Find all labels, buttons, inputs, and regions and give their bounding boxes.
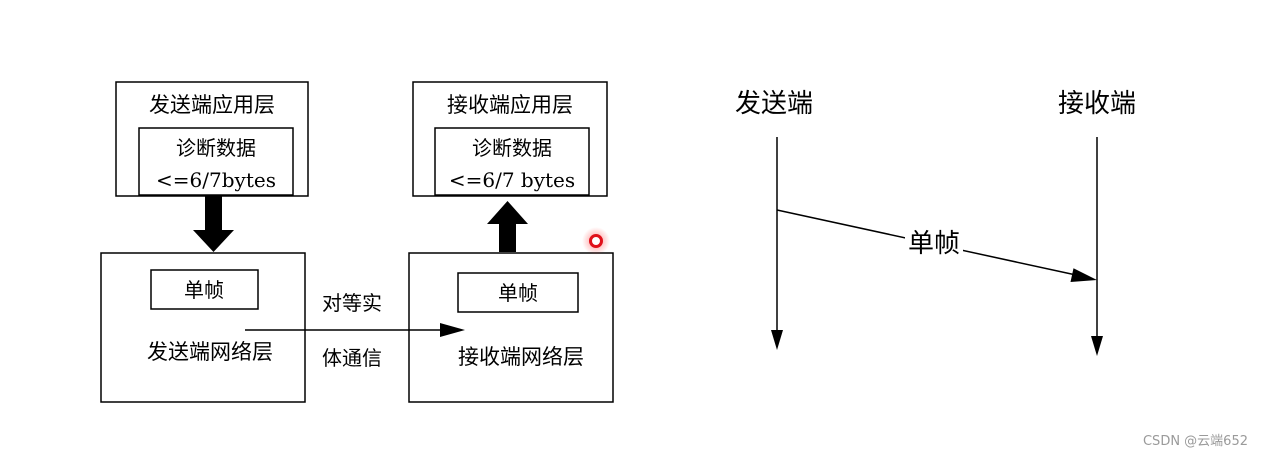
receiver-frame-box — [457, 272, 579, 313]
sender-data-box — [138, 127, 294, 196]
down-arrow-icon — [193, 196, 234, 252]
message-label-bg — [905, 226, 963, 258]
peer-comm-label-2: 体通信 — [322, 346, 382, 370]
receiver-data-size: <=6/7 bytes — [449, 168, 575, 192]
arrow-head-icon — [1091, 336, 1103, 356]
arrow-head-icon — [771, 330, 783, 350]
receiver-app-layer-box — [412, 81, 608, 197]
peer-comm-label-1: 对等实 — [322, 291, 382, 315]
sender-network-layer-box — [100, 252, 306, 403]
arrow-head-icon — [1070, 268, 1097, 282]
sender-frame-box — [150, 269, 259, 310]
message-label: 单帧 — [908, 229, 960, 259]
up-arrow-icon — [487, 201, 528, 252]
receiver-data-box — [434, 127, 590, 196]
receiver-network-layer-box — [408, 252, 614, 403]
receiver-app-layer-label: 接收端应用层 — [447, 93, 573, 117]
sender-data-label: 诊断数据 — [176, 136, 256, 160]
receiver-lifeline-label: 接收端 — [1058, 89, 1136, 119]
arrow-head-icon — [440, 323, 465, 337]
pointer-marker-icon — [582, 227, 610, 255]
watermark: CSDN @云端652 — [1142, 434, 1248, 449]
sender-frame-label: 单帧 — [184, 278, 224, 302]
sender-app-layer-label: 发送端应用层 — [149, 93, 275, 117]
sender-lifeline-label: 发送端 — [735, 89, 813, 119]
receiver-network-layer-label: 接收端网络层 — [458, 345, 584, 369]
sender-network-layer-label: 发送端网络层 — [147, 340, 273, 364]
receiver-data-label: 诊断数据 — [472, 136, 552, 160]
receiver-frame-label: 单帧 — [498, 281, 538, 305]
sender-data-size: <=6/7bytes — [156, 168, 276, 192]
